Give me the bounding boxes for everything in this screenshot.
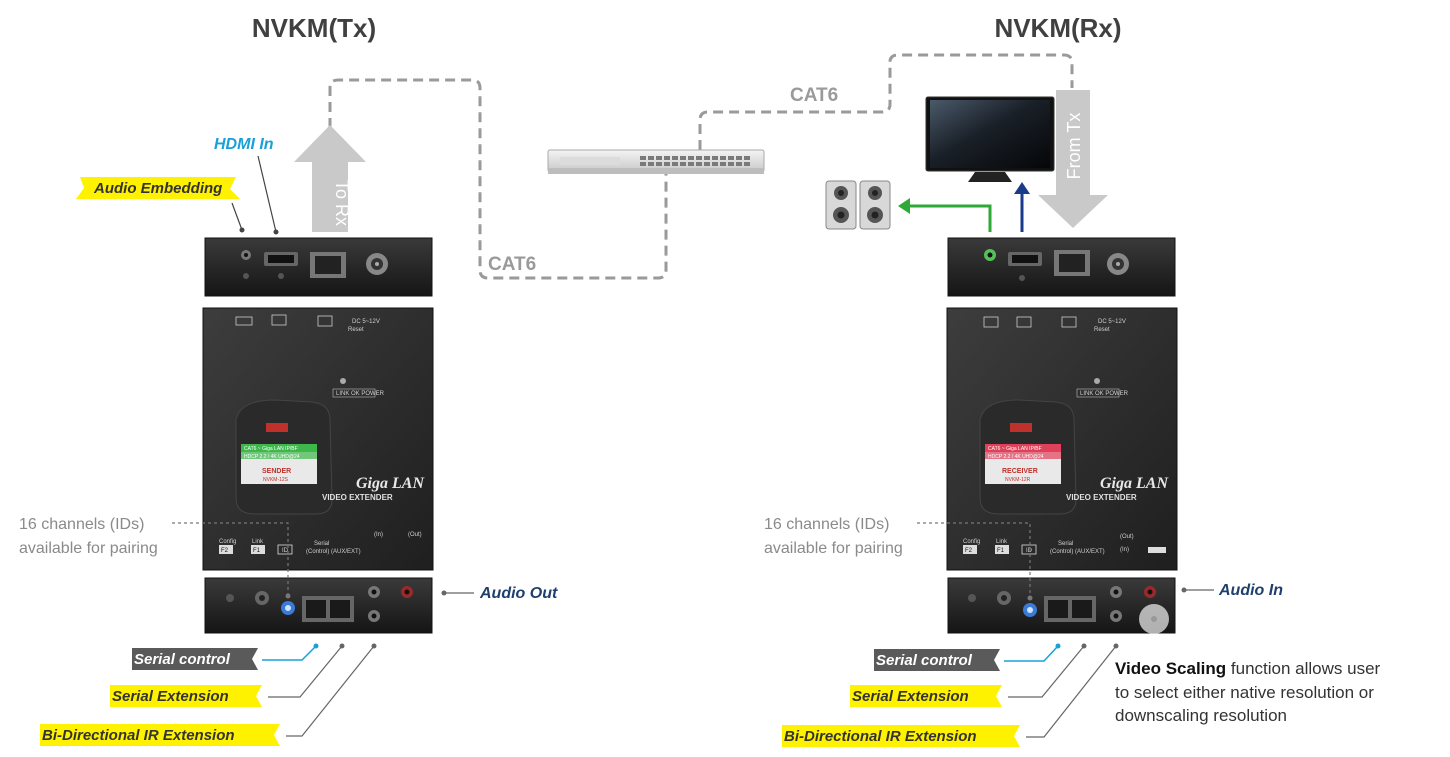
rx-control-label: (Control) (AUX/EXT) bbox=[1050, 549, 1105, 555]
cat6-cable-tx bbox=[328, 78, 668, 280]
tx-serial-extension-label: Serial Extension bbox=[112, 688, 229, 705]
rx-f1-label: F1 bbox=[997, 548, 1005, 554]
tx-f1-label: F1 bbox=[253, 548, 261, 554]
tx-led-label: LINK OK POWER bbox=[336, 391, 385, 397]
rx-channels-line1: 16 channels (IDs) bbox=[764, 516, 889, 533]
to-rx-label: To Rx bbox=[332, 180, 352, 226]
rx-led-label: LINK OK POWER bbox=[1080, 391, 1129, 397]
tx-audio-embedding-label: Audio Embedding bbox=[93, 180, 222, 197]
tx-channels-line2: available for pairing bbox=[19, 540, 158, 557]
tx-title: NVKM(Tx) bbox=[252, 13, 376, 43]
rx-title: NVKM(Rx) bbox=[994, 13, 1121, 43]
rx-ir-out-label: (Out) bbox=[1120, 534, 1134, 540]
tx-serial-extension-tag bbox=[110, 685, 262, 707]
rx-link-label: Link bbox=[996, 539, 1008, 545]
rx-channels-line2: available for pairing bbox=[764, 540, 903, 557]
tx-role-label: SENDER bbox=[262, 468, 291, 475]
rx-front-ports bbox=[947, 577, 1176, 634]
rx-f2-label: F2 bbox=[965, 548, 973, 554]
tx-ir-in-label: (In) bbox=[374, 532, 383, 538]
tx-badge-1: CAT6 ~ Giga LAN IP/BF bbox=[244, 446, 298, 452]
cat6-label-right: CAT6 bbox=[790, 85, 838, 106]
rx-ir-in-label: (In) bbox=[1120, 547, 1129, 553]
rx-dc-label: DC 5~12V bbox=[1098, 319, 1126, 325]
tx-ir-extension-label: Bi-Directional IR Extension bbox=[42, 727, 235, 744]
rx-badge-2: HDCP 2.2 / 4K UHD@24 bbox=[988, 454, 1044, 460]
rx-role-label: RECEIVER bbox=[1002, 468, 1038, 475]
tx-serial-label: Serial bbox=[314, 541, 329, 547]
tx-ir-extension-tag bbox=[40, 724, 280, 746]
tx-f2-label: F2 bbox=[221, 548, 229, 554]
tx-link-label: Link bbox=[252, 539, 264, 545]
from-tx-label: From Tx bbox=[1064, 113, 1084, 180]
tx-badge-2: HDCP 2.2 / 4K UHD@24 bbox=[244, 454, 300, 460]
audio-arrowhead bbox=[898, 198, 910, 214]
rx-video-scaling-bold: Video Scaling bbox=[1115, 659, 1226, 678]
speakers-icon bbox=[825, 180, 891, 230]
rx-ir-extension-label: Bi-Directional IR Extension bbox=[784, 728, 977, 745]
rx-serial-control-tag bbox=[874, 649, 1000, 671]
from-tx-arrow: From Tx bbox=[1038, 90, 1108, 228]
tx-control-label: (Control) (AUX/EXT) bbox=[306, 549, 361, 555]
cat6-cable-rx bbox=[698, 53, 1074, 150]
tx-brand-logo: Giga LAN bbox=[356, 475, 425, 492]
tx-hdmi-in-label: HDMI In bbox=[214, 136, 274, 153]
tx-front-face: DC 5~12V Reset LINK OK POWER CAT6 ~ Giga… bbox=[202, 307, 434, 571]
tx-ir-out-label: (Out) bbox=[408, 532, 422, 538]
rx-id-label: ID bbox=[1026, 548, 1033, 554]
rx-video-scaling-line2: to select either native resolution or bbox=[1115, 683, 1374, 702]
rx-rear-panel bbox=[947, 237, 1176, 297]
tv-display bbox=[925, 96, 1055, 182]
rx-video-scaling-rest: function allows user bbox=[1226, 659, 1380, 678]
cat6-label-left: CAT6 bbox=[488, 254, 536, 275]
rx-ir-extension-tag bbox=[782, 725, 1020, 747]
tx-config-label: Config bbox=[219, 539, 236, 545]
tx-brand-sub: VIDEO EXTENDER bbox=[322, 493, 393, 502]
rx-front-face: DC 5~12V Reset LINK OK POWER CAT6 ~ Giga… bbox=[946, 307, 1178, 571]
video-arrowhead bbox=[1014, 182, 1030, 194]
rx-config-label: Config bbox=[963, 539, 980, 545]
tx-reset-label: Reset bbox=[348, 327, 364, 333]
rx-brand-sub: VIDEO EXTENDER bbox=[1066, 493, 1137, 502]
tx-model-label: NVKM-12S bbox=[263, 477, 289, 483]
audio-arrow bbox=[906, 204, 992, 232]
rx-video-scaling-line3: downscaling resolution bbox=[1115, 706, 1287, 725]
rx-badge-1: CAT6 ~ Giga LAN IP/BF bbox=[988, 446, 1042, 452]
rx-audio-in-label: Audio In bbox=[1218, 582, 1283, 599]
rx-serial-control-label: Serial control bbox=[876, 652, 973, 669]
tx-dc-label: DC 5~12V bbox=[352, 319, 380, 325]
rx-serial-label: Serial bbox=[1058, 541, 1073, 547]
tx-audio-embedding-tag bbox=[76, 177, 240, 199]
tx-rear-panel bbox=[204, 237, 433, 297]
rx-brand-logo: Giga LAN bbox=[1100, 475, 1169, 492]
tx-front-ports bbox=[204, 577, 433, 634]
tx-serial-control-tag bbox=[132, 648, 258, 670]
tx-channels-line1: 16 channels (IDs) bbox=[19, 516, 144, 533]
rx-model-label: NVKM-12R bbox=[1005, 477, 1031, 483]
tx-audio-out-label: Audio Out bbox=[479, 585, 558, 602]
tx-serial-control-label: Serial control bbox=[134, 651, 231, 668]
rx-video-scaling-line1: Video Scaling function allows user bbox=[1115, 659, 1381, 678]
tx-id-label: ID bbox=[282, 548, 289, 554]
rx-serial-extension-label: Serial Extension bbox=[852, 688, 969, 705]
to-rx-arrow: To Rx bbox=[294, 125, 366, 232]
rx-reset-label: Reset bbox=[1094, 327, 1110, 333]
rx-serial-extension-tag bbox=[850, 685, 1002, 707]
network-switch bbox=[547, 149, 765, 174]
